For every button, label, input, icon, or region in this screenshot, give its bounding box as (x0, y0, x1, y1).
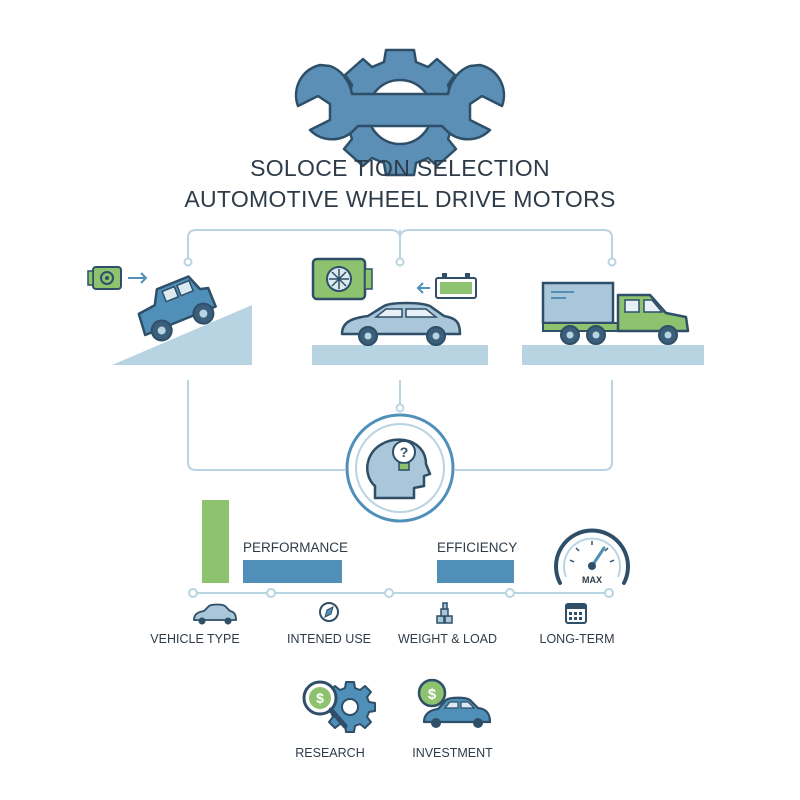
investment-car-icon: $ (417, 678, 492, 728)
bottom-label-investment: INVESTMENT (412, 746, 493, 760)
performance-bar (243, 560, 342, 583)
connector-lines (183, 229, 617, 471)
page-title-line-1: SOLOCE TION SELECTION (250, 155, 550, 181)
decision-head-icon: ? (345, 413, 455, 523)
timeline-label-intended-use: INTENED USE (286, 632, 372, 646)
compass-icon (319, 602, 339, 622)
timeline-label-vehicle-type: VEHICLE TYPE (150, 632, 240, 646)
efficiency-bar (437, 560, 514, 583)
sedan-panel (311, 257, 488, 365)
bottom-label-research: RESEARCH (295, 746, 365, 760)
efficiency-label: EFFICIENCY (437, 540, 518, 555)
gauge-label: MAX (582, 575, 602, 585)
timeline-label-long-term: LONG-TERM (539, 632, 615, 646)
research-gear-icon: $ (302, 680, 376, 733)
wrench-gear-icon (294, 48, 506, 177)
svg-text:?: ? (400, 444, 409, 460)
truck-panel (522, 281, 704, 365)
svg-text:$: $ (428, 686, 437, 703)
weights-icon (436, 602, 453, 624)
page-title-line-2: AUTOMOTIVE WHEEL DRIVE MOTORS (184, 186, 616, 212)
svg-text:$: $ (316, 690, 324, 706)
green-bar (202, 500, 229, 583)
gauge-icon (554, 528, 630, 585)
car-icon (193, 603, 237, 625)
timeline (188, 588, 614, 598)
calendar-icon (565, 603, 587, 624)
performance-label: PERFORMANCE (243, 540, 349, 555)
offroad-vehicle-panel (87, 266, 252, 365)
timeline-label-weight-load: WEIGHT & LOAD (397, 632, 498, 646)
